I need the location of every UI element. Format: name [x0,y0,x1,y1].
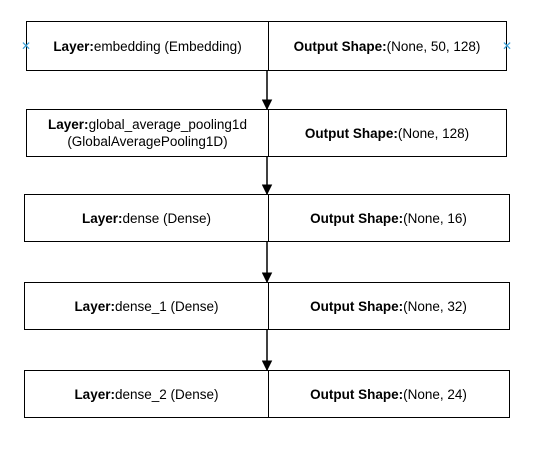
cell-divider [268,283,269,329]
output-shape-cell: Output Shape:(None, 32) [268,283,509,329]
cross-handle-icon[interactable]: ✕ [21,39,32,53]
output-shape-value: (None, 24) [403,386,467,402]
layer-key-label: Layer: [81,210,123,226]
layer-box-dense-2[interactable]: Layer:dense_2 (Dense) Output Shape:(None… [24,370,510,418]
layer-name-cell: Layer:global_average_pooling1d (GlobalAv… [27,110,268,156]
layer-name-value: dense_1 (Dense) [114,298,219,314]
layer-name-cell: Layer:dense_1 (Dense) [25,283,268,329]
cross-handle-icon[interactable]: ✕ [502,39,513,53]
layer-key-label: Layer: [53,38,94,54]
layer-name-cell: Layer:dense_2 (Dense) [25,371,268,417]
layer-key-label: Layer: [74,298,115,314]
cell-divider [268,195,269,241]
output-shape-key-label: Output Shape: [310,386,404,402]
cell-divider [268,110,269,156]
layer-class-value: (GlobalAveragePooling1D) [67,134,228,149]
layer-key-label: Layer: [48,117,89,132]
output-shape-cell: Output Shape:(None, 128) [268,110,506,156]
cell-divider [268,22,269,70]
layer-name-cell: Layer:dense (Dense) [25,195,268,241]
output-shape-cell: Output Shape:(None, 50, 128) [268,22,506,70]
output-shape-value: (None, 50, 128) [386,38,481,54]
output-shape-value: (None, 128) [397,125,470,141]
layer-name-value: dense_2 (Dense) [114,386,219,402]
cell-divider [268,371,269,417]
layer-name-value: global_average_pooling1d [88,117,247,132]
output-shape-value: (None, 16) [403,210,467,226]
layer-name-value: embedding (Embedding) [93,38,242,54]
layer-box-dense-1[interactable]: Layer:dense_1 (Dense) Output Shape:(None… [24,282,510,330]
output-shape-cell: Output Shape:(None, 24) [268,371,509,417]
output-shape-key-label: Output Shape: [304,125,398,141]
output-shape-cell: Output Shape:(None, 16) [268,195,509,241]
layer-box-dense[interactable]: Layer:dense (Dense) Output Shape:(None, … [24,194,510,242]
output-shape-value: (None, 32) [403,298,467,314]
output-shape-key-label: Output Shape: [310,210,404,226]
output-shape-key-label: Output Shape: [310,298,404,314]
layer-box-embedding[interactable]: Layer:embedding (Embedding) Output Shape… [26,21,507,71]
layer-name-value: dense (Dense) [122,210,212,226]
layer-name-cell: Layer:embedding (Embedding) [27,22,268,70]
layer-box-global-average-pooling1d[interactable]: Layer:global_average_pooling1d (GlobalAv… [26,109,507,157]
output-shape-key-label: Output Shape: [293,38,387,54]
layer-key-label: Layer: [74,386,115,402]
